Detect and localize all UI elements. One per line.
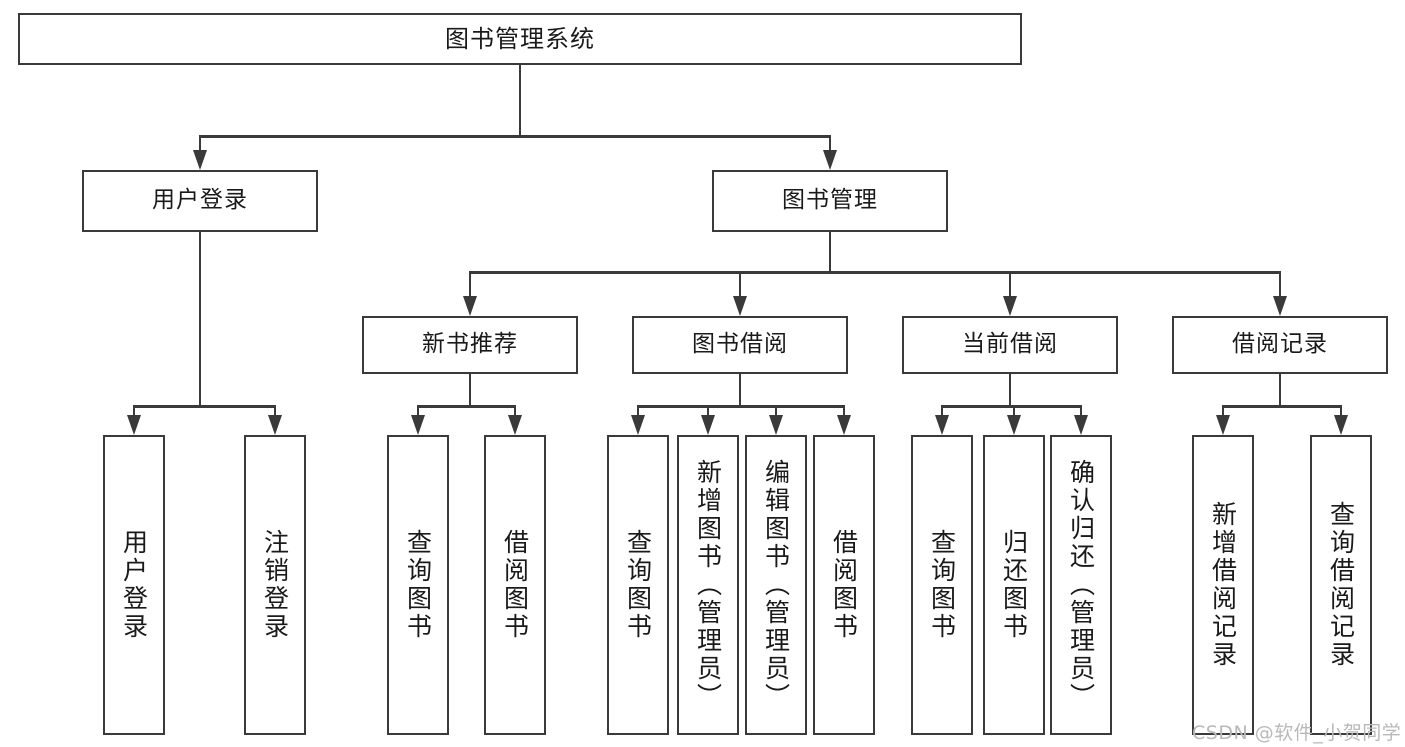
node-label: 注销登录 — [260, 529, 290, 641]
connector-root-stem — [518, 65, 522, 135]
node-book-borrow[interactable]: 图书借阅 — [632, 316, 848, 374]
connector-to-leaf-2-1 — [706, 405, 710, 415]
connector-to-leaf-2-0 — [636, 405, 640, 415]
arrowhead-level2-0 — [193, 150, 207, 170]
node-leaf-borrow-book-recommend[interactable]: 借阅图书 — [484, 435, 546, 735]
node-label: 图书管理 — [782, 187, 878, 214]
connector-to-level3-0 — [468, 271, 472, 296]
node-label: 查询图书 — [927, 529, 957, 641]
node-label: 查询图书 — [623, 529, 653, 641]
arrowhead-level2-1 — [823, 150, 837, 170]
connector-to-leaf-3-0 — [940, 405, 944, 415]
node-leaf-add-borrow-record[interactable]: 新增借阅记录 — [1192, 435, 1254, 735]
node-label: 用户登录 — [152, 187, 248, 214]
node-label: 查询借阅记录 — [1326, 501, 1356, 669]
connector-leaf-stem-4 — [1278, 374, 1282, 405]
node-label: 图书管理系统 — [445, 24, 595, 53]
connector-to-leaf-4-1 — [1339, 405, 1343, 415]
node-leaf-confirm-return-admin[interactable]: 确认归还（管理员） — [1050, 435, 1112, 735]
node-book-management[interactable]: 图书管理 — [712, 170, 948, 232]
node-label: 借阅图书 — [829, 529, 859, 641]
node-leaf-query-borrow-record[interactable]: 查询借阅记录 — [1310, 435, 1372, 735]
arrowhead-leaf-4-0 — [1216, 415, 1230, 435]
connector-to-leaf-3-1 — [1012, 405, 1016, 415]
connector-to-leaf-2-2 — [774, 405, 778, 415]
connector-leaf-bus-4 — [1221, 405, 1343, 408]
arrowhead-leaf-3-2 — [1074, 415, 1088, 435]
arrowhead-level3-0 — [463, 296, 477, 316]
node-user-login[interactable]: 用户登录 — [82, 170, 318, 232]
arrowhead-level3-1 — [733, 296, 747, 316]
node-label: 新书推荐 — [422, 331, 518, 358]
connector-to-leaf-4-0 — [1221, 405, 1225, 415]
arrowhead-leaf-1-1 — [508, 415, 522, 435]
node-leaf-edit-book-admin[interactable]: 编辑图书（管理员） — [745, 435, 807, 735]
arrowhead-leaf-2-2 — [769, 415, 783, 435]
node-borrow-record[interactable]: 借阅记录 — [1172, 316, 1388, 374]
arrowhead-leaf-0-1 — [268, 415, 282, 435]
connector-leaf-stem-0 — [198, 232, 202, 405]
connector-level3-bus — [468, 271, 1282, 274]
connector-leaf-bus-3 — [940, 405, 1083, 408]
arrowhead-leaf-1-0 — [411, 415, 425, 435]
connector-to-level2-1 — [828, 135, 832, 150]
node-label: 归还图书 — [999, 529, 1029, 641]
connector-to-leaf-0-0 — [132, 405, 136, 415]
node-label: 查询图书 — [403, 529, 433, 641]
node-leaf-logout[interactable]: 注销登录 — [244, 435, 306, 735]
arrowhead-leaf-2-3 — [837, 415, 851, 435]
connector-leaf-bus-1 — [416, 405, 517, 408]
node-leaf-borrow-book[interactable]: 借阅图书 — [813, 435, 875, 735]
node-label: 新增图书（管理员） — [693, 459, 723, 711]
node-leaf-user-login[interactable]: 用户登录 — [103, 435, 165, 735]
node-label: 当前借阅 — [962, 331, 1058, 358]
connector-leaf-stem-1 — [468, 374, 472, 405]
connector-leaf-stem-2 — [738, 374, 742, 405]
arrowhead-leaf-4-1 — [1334, 415, 1348, 435]
node-root-system[interactable]: 图书管理系统 — [18, 13, 1022, 65]
node-label: 借阅记录 — [1232, 331, 1328, 358]
node-leaf-query-book-borrow[interactable]: 查询图书 — [607, 435, 669, 735]
connector-to-level3-1 — [738, 271, 742, 296]
node-label: 新增借阅记录 — [1208, 501, 1238, 669]
connector-to-leaf-0-1 — [273, 405, 277, 415]
arrowhead-leaf-2-1 — [701, 415, 715, 435]
arrowhead-leaf-3-1 — [1007, 415, 1021, 435]
connector-to-level3-3 — [1278, 271, 1282, 296]
node-leaf-query-book-current[interactable]: 查询图书 — [911, 435, 973, 735]
connector-management-stem — [828, 232, 832, 271]
connector-to-level2-0 — [198, 135, 202, 150]
connector-level2-bus — [198, 135, 832, 138]
connector-to-leaf-2-3 — [842, 405, 846, 415]
node-new-book-recommend[interactable]: 新书推荐 — [362, 316, 578, 374]
arrowhead-level3-2 — [1003, 296, 1017, 316]
node-leaf-return-book[interactable]: 归还图书 — [983, 435, 1045, 735]
node-label: 用户登录 — [119, 529, 149, 641]
arrowhead-level3-3 — [1273, 296, 1287, 316]
connector-to-leaf-1-0 — [416, 405, 420, 415]
connector-leaf-bus-2 — [636, 405, 846, 408]
connector-leaf-stem-3 — [1008, 374, 1012, 405]
node-leaf-add-book-admin[interactable]: 新增图书（管理员） — [677, 435, 739, 735]
connector-leaf-bus-0 — [132, 405, 277, 408]
connector-to-level3-2 — [1008, 271, 1012, 296]
connector-to-leaf-1-1 — [513, 405, 517, 415]
node-label: 编辑图书（管理员） — [761, 459, 791, 711]
node-label: 借阅图书 — [500, 529, 530, 641]
arrowhead-leaf-0-0 — [127, 415, 141, 435]
node-current-borrow[interactable]: 当前借阅 — [902, 316, 1118, 374]
node-label: 图书借阅 — [692, 331, 788, 358]
arrowhead-leaf-2-0 — [631, 415, 645, 435]
node-leaf-query-book-recommend[interactable]: 查询图书 — [387, 435, 449, 735]
connector-to-leaf-3-2 — [1079, 405, 1083, 415]
node-label: 确认归还（管理员） — [1066, 459, 1096, 711]
arrowhead-leaf-3-0 — [935, 415, 949, 435]
